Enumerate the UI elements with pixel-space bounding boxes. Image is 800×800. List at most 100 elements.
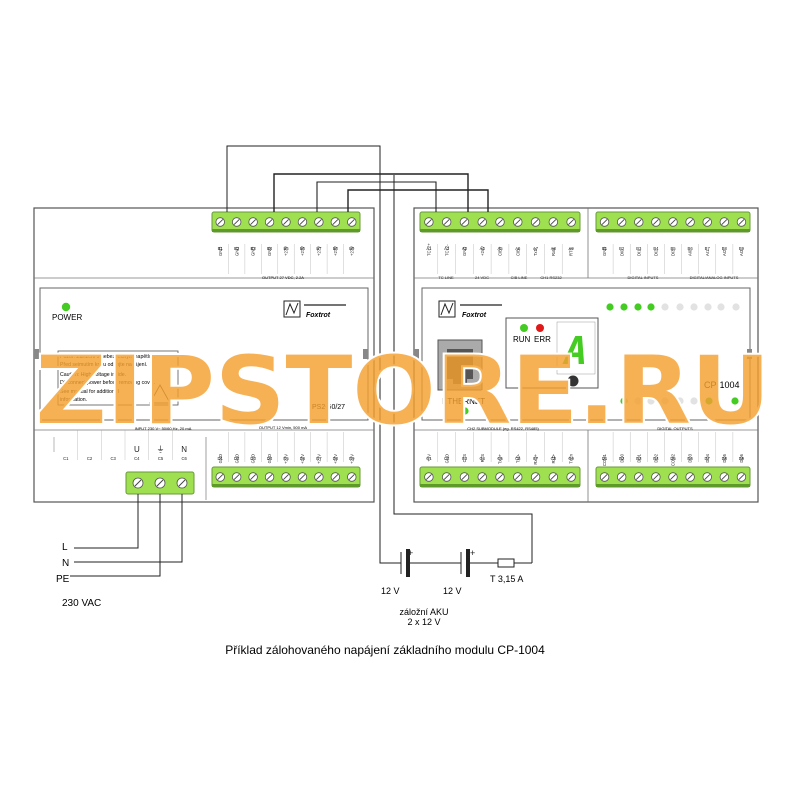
diagram-caption: Příklad zálohovaného napájení základního…	[225, 643, 545, 657]
wire-ps-b6-to-cp-a4	[273, 173, 469, 212]
ps-top-group-label: OUTPUT 27 VDC, 2.2A	[262, 275, 304, 280]
cp-bottom-right-terminal-D2: D2	[619, 456, 625, 461]
power-led-label: POWER	[52, 313, 82, 322]
ps-top-function-1: GND	[218, 247, 223, 256]
screw-slot	[532, 219, 539, 225]
screw-slot	[721, 219, 728, 225]
cp-top-left-terminal-A8: A8	[551, 246, 557, 251]
ps-top-function-6: +27V	[300, 246, 305, 256]
screw-slot	[601, 474, 608, 480]
cp-bottom-right-terminal-D8: D8	[722, 456, 728, 461]
screw-slot	[514, 219, 521, 225]
screw-slot	[721, 474, 728, 480]
output-status-led	[620, 397, 628, 405]
wire-n	[74, 494, 183, 563]
warning-line-3: Caution: High voltage inside.	[60, 372, 126, 378]
cp-top-right-terminal-B2: B2	[619, 246, 625, 251]
input-status-led	[732, 303, 740, 311]
cp-top-right-function-5: DI3	[671, 249, 676, 256]
ps-input-group-label: INPUT 230 V~ 50/60 Hz, 20 mA	[135, 426, 192, 431]
screw-slot	[461, 474, 468, 480]
screw-slot	[425, 474, 432, 480]
cp-bottom-left-terminal-C6: C6	[515, 456, 521, 461]
wire-ps-b1-to-fuse-loop	[226, 145, 381, 522]
ps-clip-right	[363, 349, 368, 359]
screw-slot	[217, 474, 224, 480]
ps-bottom-function-4: GND	[267, 454, 272, 463]
ps-bottom-terminal-D7: D7	[316, 456, 322, 461]
screw-slot	[670, 219, 676, 225]
input-status-led	[606, 303, 614, 311]
ps-top-terminal-B2: B2	[234, 246, 240, 251]
ps-input-function-5: ⏚	[157, 445, 165, 454]
screw-slot	[618, 219, 625, 225]
ps-bottom-terminal-D3: D3	[250, 456, 256, 461]
input-status-led	[647, 303, 655, 311]
input-status-led	[690, 303, 698, 311]
cp-top-left-function-8: RxD	[551, 248, 556, 256]
cp-top-right-function-4: DI2	[653, 249, 658, 256]
screw-slot	[652, 474, 659, 480]
screw-slot	[601, 219, 608, 225]
battery-caption-2: 2 x 12 V	[407, 617, 440, 627]
ps-bottom-terminal-D6: D6	[300, 456, 306, 461]
ps-input-terminal-C5: C5	[158, 456, 164, 461]
ps-bottom-terminal-block-rail	[212, 484, 360, 487]
input-status-led	[620, 303, 628, 311]
cp-bottom-left-function-8: RxD-	[551, 453, 556, 463]
ps-top-function-2: GND	[234, 247, 239, 256]
battery-caption-1: záložní AKU	[399, 607, 448, 617]
warning-line-1: Pozor: Zařízení s nebezpečným napětím.	[60, 354, 155, 360]
screw-slot	[479, 474, 486, 480]
screw-slot	[217, 219, 224, 225]
cp-top-left-function-1: TCL2+	[426, 243, 431, 256]
cp-bottom-right-terminal-D7: D7	[705, 456, 711, 461]
cp-bottom-left-function-3: CTS	[462, 454, 467, 463]
cp-bottom-right-function-5: COM2	[671, 453, 676, 466]
err-label: ERR	[534, 335, 551, 344]
input-status-led	[634, 303, 642, 311]
cp-bottom-left-group-label: CH2 SUBMODULE (eg. RS422, RS485)	[467, 426, 539, 431]
wire-fuse-return	[393, 175, 533, 563]
battery-2-voltage: 12 V	[443, 586, 462, 596]
cp-bottom-right-function-8: DO5	[722, 453, 727, 462]
supply-label-l: L	[62, 542, 68, 553]
cp-top-right-group-1: DIGITAL INPUTS	[628, 275, 659, 280]
ps-brand: Foxtrot	[306, 312, 331, 319]
cp-top-right-terminal-B1: B1	[602, 246, 608, 251]
cp-top-right-function-1: GND	[602, 247, 607, 256]
screw-slot	[738, 219, 745, 225]
wire-battery-neg	[379, 522, 388, 564]
supply-label-pe: PE	[56, 574, 70, 585]
cp-model-label: CP-1004	[704, 380, 740, 390]
output-status-led	[690, 397, 698, 405]
screw-slot	[738, 474, 745, 480]
ps-bottom-terminal-D4: D4	[267, 456, 273, 461]
err-led	[536, 324, 544, 332]
battery-1-plus-sign: +	[408, 548, 413, 558]
ps-bottom-group-label: OUTPUT 12 Vmin, 500 mA	[259, 425, 307, 430]
ethernet-socket	[447, 349, 473, 379]
screw-slot	[635, 474, 642, 480]
screw-slot	[704, 474, 711, 480]
screw-slot	[299, 219, 306, 225]
output-status-led	[676, 397, 684, 405]
screw-slot	[299, 474, 306, 480]
screw-slot	[514, 474, 521, 480]
output-status-led	[731, 397, 739, 405]
screw-slot	[178, 479, 186, 487]
cp-bottom-left-terminal-C1: C1	[426, 456, 432, 461]
ps-input-terminal-C4: C4	[134, 456, 140, 461]
screw-slot	[497, 474, 503, 480]
ps-bottom-terminal-D2: D2	[234, 456, 240, 461]
ethernet-clip	[453, 379, 467, 384]
cp-top-left-terminal-A6: A6	[515, 246, 521, 251]
ps-bottom-terminal-D8: D8	[333, 456, 339, 461]
cp-bottom-left-function-4: RTS	[480, 454, 485, 463]
cp-top-right-function-8: AI2	[722, 249, 727, 256]
battery-2-plus-sign: +	[470, 548, 475, 558]
cp-bottom-right-function-4: DO2	[653, 453, 658, 462]
screw-slot	[233, 474, 240, 480]
screw-slot	[315, 219, 322, 225]
